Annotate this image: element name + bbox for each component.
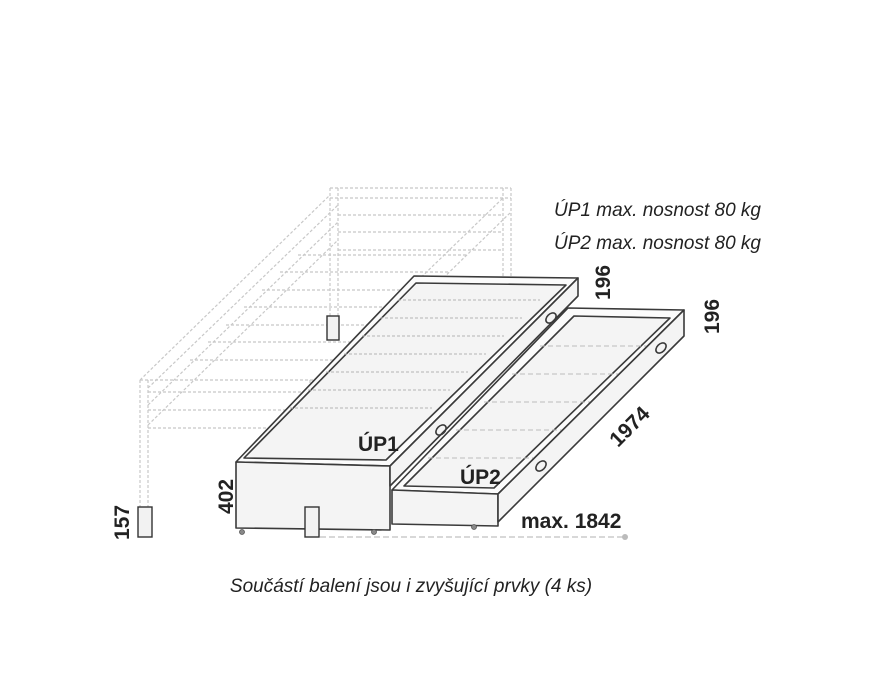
dim-total-height: 402 xyxy=(215,479,238,514)
drawer-up2 xyxy=(391,307,685,530)
drawer-up1-slats xyxy=(290,299,540,409)
dim-max-extension: max. 1842 xyxy=(521,510,621,533)
dim-height-up1: 196 xyxy=(592,265,615,300)
drawer-up1 xyxy=(235,275,579,535)
load-note-up2: ÚP2 max. nosnost 80 kg xyxy=(554,232,761,254)
dim-height-up2: 196 xyxy=(701,299,724,334)
riser-elements xyxy=(137,315,340,538)
caption: Součástí balení jsou i zvyšující prvky (… xyxy=(230,576,592,597)
riser-left xyxy=(137,506,153,538)
drawer-label-up2: ÚP2 xyxy=(460,465,501,489)
riser-back xyxy=(326,315,340,341)
drawer-up2-slats xyxy=(428,345,648,459)
dim-length: 1974 xyxy=(605,402,655,452)
riser-front xyxy=(304,506,320,538)
dim-riser-height: 157 xyxy=(111,505,134,540)
drawer-label-up1: ÚP1 xyxy=(358,432,399,456)
load-note-up1: ÚP1 max. nosnost 80 kg xyxy=(554,199,761,221)
